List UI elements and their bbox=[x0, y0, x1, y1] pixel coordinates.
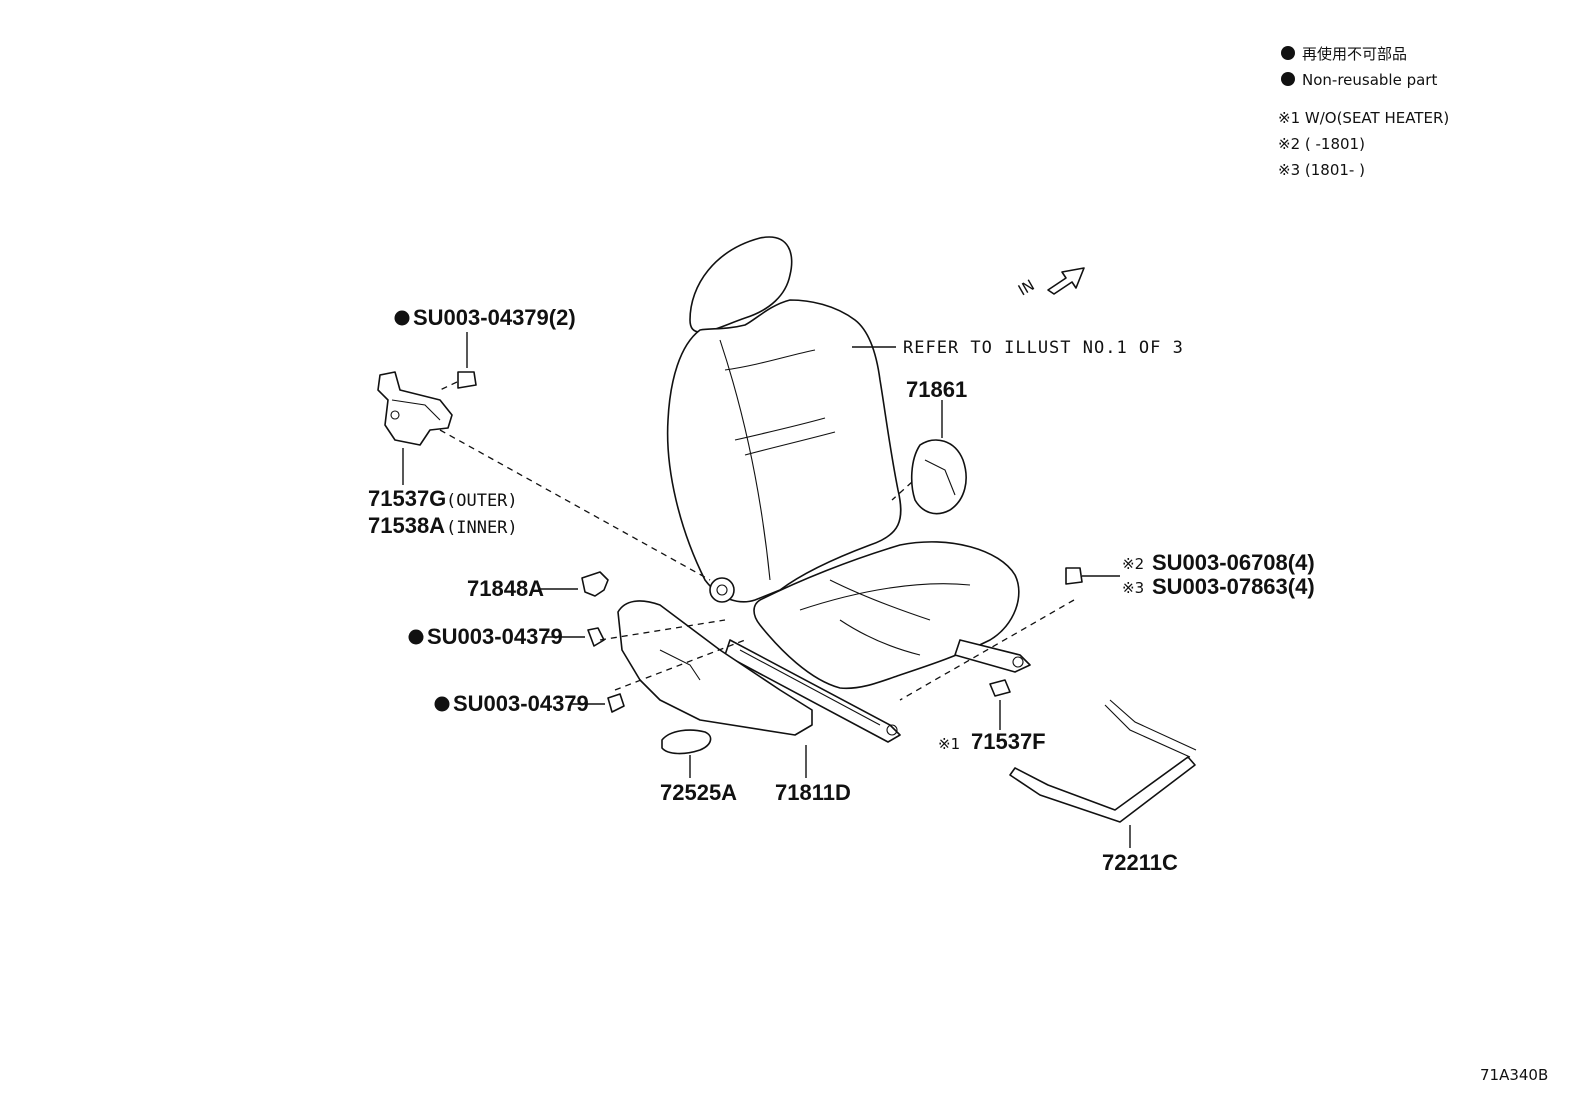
seat-back bbox=[666, 299, 902, 603]
part-71811D-shape bbox=[617, 600, 813, 736]
seat-drawing bbox=[666, 236, 1031, 743]
part-71861-shape bbox=[910, 439, 967, 515]
part-72211C-shape bbox=[1009, 756, 1196, 823]
bolt-mid-label: SU003-04379 bbox=[427, 624, 563, 649]
seat-back-seam bbox=[734, 417, 826, 441]
part-71848A-shape bbox=[581, 571, 609, 597]
part-71537F-label: 71537F bbox=[971, 729, 1046, 754]
legend-note-1: ※1 W/O(SEAT HEATER) bbox=[1278, 109, 1449, 127]
seat-back-seam bbox=[744, 431, 836, 456]
part-71537G-shape bbox=[377, 371, 453, 446]
part-71537G-label: 71537G bbox=[368, 486, 446, 511]
legend-en: Non-reusable part bbox=[1302, 71, 1437, 89]
bolt-r1-mark: ※2 bbox=[1122, 555, 1144, 573]
bolt-r1-label: SU003-06708(4) bbox=[1152, 550, 1315, 575]
bolt-r2-mark: ※3 bbox=[1122, 579, 1144, 597]
seat-cushion bbox=[753, 541, 1020, 690]
dashed-link bbox=[899, 599, 1075, 701]
legend: 再使用不可部品 Non-reusable part ※1 W/O(SEAT HE… bbox=[1278, 45, 1449, 179]
non-reusable-dot-icon bbox=[394, 310, 410, 326]
non-reusable-dot-icon bbox=[408, 629, 424, 645]
part-71811D-label: 71811D bbox=[775, 780, 851, 805]
legend-note-2: ※2 ( -1801) bbox=[1278, 135, 1365, 153]
recliner-hinge bbox=[709, 577, 735, 603]
part-71848A-label: 71848A bbox=[467, 576, 544, 601]
in-label: IN bbox=[1015, 276, 1038, 299]
seat-track-rear bbox=[954, 639, 1031, 673]
in-direction-arrow: IN bbox=[1015, 267, 1085, 299]
part-71537F-shape bbox=[989, 679, 1011, 697]
part-72525A-label: 72525A bbox=[660, 780, 737, 805]
cushion-seam bbox=[799, 583, 971, 611]
bolt-low-label: SU003-04379 bbox=[453, 691, 589, 716]
drawing-id: 71A340B bbox=[1480, 1066, 1548, 1084]
seat-back-bolster bbox=[719, 339, 771, 581]
refer-text: REFER TO ILLUST NO.1 OF 3 bbox=[903, 338, 1184, 358]
non-reusable-dot-icon bbox=[1281, 46, 1295, 60]
bolt-icon bbox=[457, 371, 477, 389]
part-72211C-label: 72211C bbox=[1102, 850, 1178, 875]
legend-note-3: ※3 (1801- ) bbox=[1278, 161, 1365, 179]
part-72525A-shape bbox=[661, 729, 712, 755]
arrow-icon bbox=[1047, 267, 1085, 295]
part-71538A-note: (INNER) bbox=[446, 518, 518, 538]
part-71537F-mark: ※1 bbox=[938, 735, 960, 753]
non-reusable-dot-icon bbox=[1281, 72, 1295, 86]
bolt-icon bbox=[587, 627, 605, 647]
seat-back-seam bbox=[724, 349, 816, 371]
non-reusable-dot-icon bbox=[434, 696, 450, 712]
cushion-seam bbox=[829, 579, 931, 621]
legend-jp: 再使用不可部品 bbox=[1302, 45, 1407, 63]
dashed-link bbox=[439, 429, 711, 581]
part-71538A-label: 71538A bbox=[368, 513, 445, 538]
bolt-r2-label: SU003-07863(4) bbox=[1152, 574, 1315, 599]
bolt-top-label: SU003-04379(2) bbox=[413, 305, 576, 330]
part-71861-label: 71861 bbox=[906, 377, 967, 402]
dashed-link bbox=[614, 639, 746, 691]
bolt-icon bbox=[1065, 567, 1083, 585]
part-71537G-note: (OUTER) bbox=[446, 491, 518, 511]
bolt-icon bbox=[607, 693, 625, 713]
cushion-seam bbox=[839, 619, 921, 656]
